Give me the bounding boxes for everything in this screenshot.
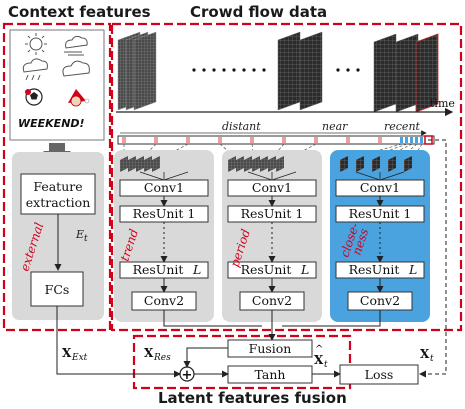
period-conv1-label: Conv1 <box>252 180 292 195</box>
timeline-near-label: near <box>322 120 348 133</box>
x-res-label: X <box>144 346 154 360</box>
fusion-frame <box>132 334 352 390</box>
closeness-conv1-label: Conv1 <box>360 180 400 195</box>
timeline-bar <box>117 135 435 145</box>
trend-conv2-label: Conv2 <box>144 293 184 308</box>
football-icon <box>25 88 43 106</box>
latent-features-fusion-header: Latent features fusion <box>158 389 347 407</box>
rain-cloud-icon <box>22 58 48 81</box>
santa-icon <box>68 89 90 107</box>
trend-resunitL-label: ResUnit <box>133 262 184 277</box>
context-frame <box>2 22 112 332</box>
cloud-icon <box>62 60 90 77</box>
context-image-panel <box>9 29 105 141</box>
timeline-recent-ticks <box>400 137 423 143</box>
closeness-resunitL-var: L <box>408 262 417 277</box>
timeline-recent-label: recent <box>384 120 421 133</box>
fcs-box <box>30 271 84 307</box>
crowd-flow-grid-stack-2 <box>277 31 323 111</box>
closeness-branch: Conv1 ResUnit 1 ResUnit L Conv2 close- n… <box>335 171 425 311</box>
x-ext-sub: Ext <box>71 353 88 363</box>
crowd-flow-data-header: Crowd flow data <box>190 3 327 21</box>
branch-to-fusion-lines <box>163 310 381 341</box>
closeness-input-stack <box>340 156 412 172</box>
sum-plus: + <box>182 368 193 383</box>
et-label: E <box>75 228 84 241</box>
cloud-wind-icon <box>64 35 88 56</box>
period-resunitL-label: ResUnit <box>241 262 292 277</box>
ground-truth-to-loss <box>419 139 447 378</box>
period-resunitL-var: L <box>300 262 309 277</box>
fcs-to-sum <box>56 306 181 378</box>
feature-extraction-label-2: extraction <box>26 195 91 210</box>
context-features-header: Context features <box>8 3 151 21</box>
period-input-stack <box>228 156 284 172</box>
x-t-label: X <box>420 347 430 361</box>
trend-input-stack <box>120 156 160 172</box>
closeness-conv2-label: Conv2 <box>360 293 400 308</box>
x-hat-caret: ^ <box>315 344 323 355</box>
crowd-flow-frame <box>110 22 463 332</box>
x-res-sub: Res <box>153 353 171 363</box>
period-conv2-label: Conv2 <box>252 293 292 308</box>
period-resunit1-label: ResUnit 1 <box>241 206 304 221</box>
sun-icon <box>25 33 47 55</box>
x-hat-label: X <box>314 353 324 367</box>
fusion-label: Fusion <box>249 341 292 356</box>
tanh-label: Tanh <box>255 367 286 382</box>
weekend-label: WEEKEND! <box>18 117 85 130</box>
fusion-to-sum <box>183 347 228 368</box>
crowd-flow-grid-stack-1 <box>117 31 157 111</box>
loss-box <box>339 364 419 385</box>
timeline-distant-label: distant <box>222 120 261 133</box>
period-branch: Conv1 ResUnit 1 ResUnit L Conv2 period <box>227 171 317 311</box>
loss-label: Loss <box>365 367 394 382</box>
time-label: time <box>430 97 455 110</box>
x-t-sub: t <box>430 354 434 364</box>
trend-conv1-label: Conv1 <box>144 180 184 195</box>
crowd-flow-grid-stack-3 <box>373 33 439 113</box>
ellipsis-dots <box>192 68 360 72</box>
closeness-resunit1-label: ResUnit 1 <box>349 206 412 221</box>
x-ext-label: X <box>62 346 72 360</box>
et-sub: t <box>84 234 88 244</box>
trend-resunitL-var: L <box>192 262 201 277</box>
trend-resunit1-label: ResUnit 1 <box>133 206 196 221</box>
closeness-resunitL-label: ResUnit <box>349 262 400 277</box>
fcs-label: FCs <box>45 282 70 297</box>
x-hat-sub: t <box>324 360 328 370</box>
timeline-ticks <box>122 137 382 143</box>
feature-extraction-box <box>20 173 96 215</box>
feature-extraction-label-1: Feature <box>33 179 82 194</box>
